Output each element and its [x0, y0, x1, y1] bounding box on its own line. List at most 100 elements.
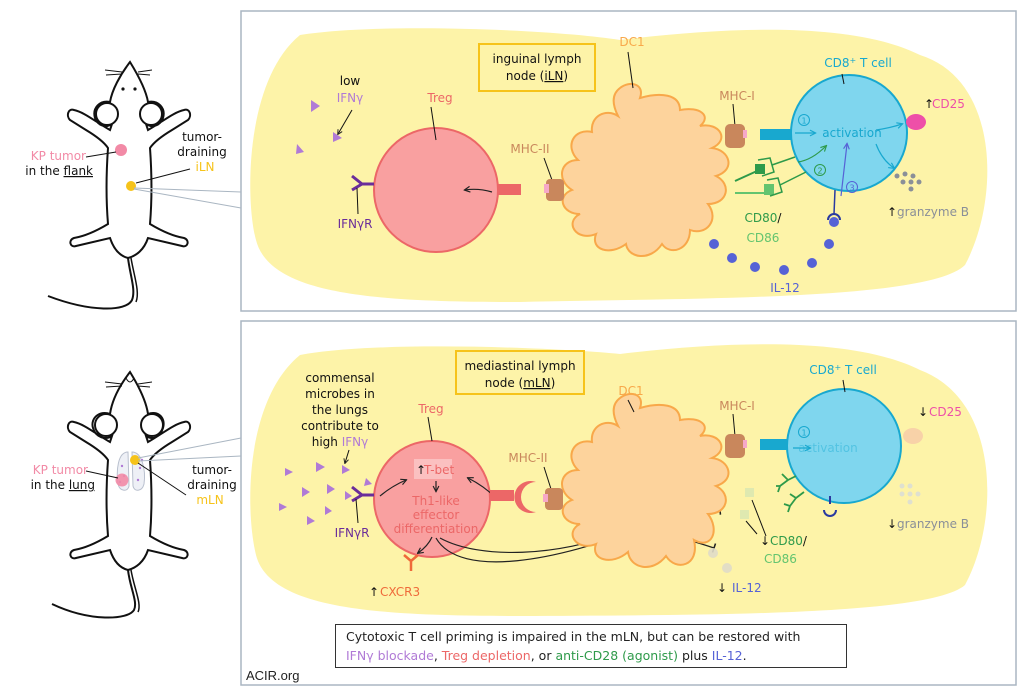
- treg-tcr-icon: [514, 481, 536, 513]
- cd80-label: CD80/: [770, 534, 808, 548]
- kp-tumor-label: KP tumor: [33, 463, 88, 477]
- draining-label-2: draining: [187, 478, 236, 492]
- ifng-molecule: [296, 144, 304, 154]
- cd25-label: CD25: [932, 97, 965, 111]
- activation-label: activation: [798, 441, 857, 455]
- dc1-cell: [561, 82, 730, 257]
- cxcr3-receptor-icon: [403, 554, 419, 571]
- ifng-molecule: [311, 100, 320, 112]
- cxcr3-up-arrow: ↑: [369, 585, 379, 599]
- panel-top: inguinal lymph node (iLN) low IFNγ Treg …: [240, 10, 1017, 312]
- ifng-molecule: [333, 132, 342, 142]
- mouse-top: KP tumor in the flank tumor- draining iL…: [25, 60, 242, 310]
- panel-bottom: mediastinal lymph node (mLN) commensal m…: [240, 320, 1017, 686]
- cd86-label: CD86: [764, 552, 797, 566]
- il12-down-arrow: ↓: [717, 581, 727, 595]
- cd25-label: CD25: [929, 405, 962, 419]
- cxcr3-label: CXCR3: [380, 585, 420, 599]
- mln-node-icon: [130, 455, 140, 465]
- tumor-location-label: in the flank: [25, 164, 93, 178]
- granzyme-label: granzyme B: [897, 205, 969, 219]
- ifng-label: IFNγ: [337, 91, 364, 105]
- cd25-down-arrow: ↓: [918, 405, 928, 419]
- cd80-down-arrow: ↓: [760, 534, 770, 548]
- tbet-label: T-bet: [423, 463, 455, 477]
- il12-label: IL-12: [770, 281, 800, 295]
- cd28-receptor-icon: [776, 473, 805, 513]
- caption-ifng-blockade: IFNγ blockade: [346, 648, 434, 663]
- step-1-badge: 1: [801, 429, 806, 438]
- caption-sep: ,: [433, 648, 442, 663]
- th1-line: differentiation: [394, 522, 479, 536]
- cd80-label: CD80/: [745, 211, 783, 225]
- mouse-bottom: KP tumor in the lung tumor- draining mLN: [31, 370, 242, 619]
- ifng-molecules: [279, 462, 372, 525]
- low-label: low: [340, 74, 361, 88]
- mouse-bottom-outline-icon: [51, 370, 192, 619]
- tumor-location-label: in the lung: [31, 478, 95, 492]
- dc1-label: DC1: [619, 35, 644, 49]
- ifngr-receptor-icon: [351, 174, 374, 192]
- mhc2-molecule-icon: [545, 488, 563, 510]
- ifngr-label: IFNγR: [335, 526, 370, 540]
- mhc2-label: MHC-II: [508, 451, 547, 465]
- th1-line: effector: [413, 508, 460, 522]
- cd25-marker-icon: [906, 114, 926, 130]
- mouse-top-outline-icon: [47, 60, 192, 310]
- mhc1-molecule-icon: [725, 124, 745, 148]
- mln-title-line2: node (mLN): [485, 376, 556, 390]
- dc1-cell: [561, 392, 730, 568]
- draining-label-2: draining: [177, 145, 226, 159]
- caption-sep: plus: [677, 648, 712, 663]
- microbes-line: microbes in: [305, 387, 375, 401]
- caption-line2: IFNγ blockade, Treg depletion, or anti-C…: [346, 646, 836, 665]
- zoom-callout-lines: [137, 437, 242, 462]
- kp-tumor-lung-icon: [115, 473, 129, 487]
- cd8-t-cell: [790, 74, 908, 192]
- caption-il12: IL-12: [711, 648, 743, 663]
- cd86-molecule-icon: [735, 171, 807, 197]
- mln-title-line1: mediastinal lymph: [464, 359, 575, 373]
- iln-title-line2: node (iLN): [506, 69, 568, 83]
- mhc1-molecule-icon: [725, 434, 745, 458]
- ifngr-label: IFNγR: [338, 217, 373, 231]
- iln-title-line1: inguinal lymph: [493, 52, 582, 66]
- draining-label-1: tumor-: [182, 130, 222, 144]
- caption-treg-depletion: Treg depletion: [441, 648, 531, 663]
- caption-anti-cd28: anti-CD28 (agonist): [555, 648, 678, 663]
- step-2-badge: 2: [817, 167, 822, 176]
- commensal-microbes-text: commensal microbes in the lungs contribu…: [301, 371, 379, 449]
- il12-label: IL-12: [732, 581, 762, 595]
- tbet-highlight: [414, 459, 452, 479]
- treg-label: Treg: [426, 91, 452, 105]
- ifngr-receptor-icon: [351, 485, 374, 503]
- step-3-badge: 3: [849, 184, 854, 193]
- iln-title-box: [478, 43, 596, 92]
- caption-sep: , or: [530, 648, 556, 663]
- mhc1-label: MHC-I: [719, 89, 755, 103]
- mhc1-label: MHC-I: [719, 399, 755, 413]
- activation-label: activation: [822, 126, 881, 140]
- granzyme-granules: [894, 171, 922, 192]
- step-1-badge: 1: [801, 117, 806, 126]
- mhc2-molecule-icon: [546, 179, 564, 201]
- il12-molecules: [709, 217, 839, 275]
- mln-label: mLN: [196, 493, 223, 507]
- mln-title-box: [455, 350, 585, 395]
- caption-line1: Cytotoxic T cell priming is impaired in …: [346, 629, 801, 644]
- cd25-marker-icon: [903, 428, 923, 444]
- microbes-line: contribute to: [301, 419, 379, 433]
- treg-label: Treg: [417, 402, 443, 416]
- granzyme-down-arrow: ↓: [887, 517, 897, 531]
- granzyme-granules: [899, 483, 921, 505]
- microbes-line: the lungs: [312, 403, 368, 417]
- cd25-up-arrow: ↑: [924, 97, 934, 111]
- granzyme-up-arrow: ↑: [887, 205, 897, 219]
- caption-end: .: [742, 648, 747, 663]
- kp-tumor-label: KP tumor: [31, 149, 86, 163]
- granzyme-label: granzyme B: [897, 517, 969, 531]
- iln-label: iLN: [196, 160, 215, 174]
- iln-node-icon: [126, 181, 136, 191]
- cd86-label: CD86: [747, 231, 780, 245]
